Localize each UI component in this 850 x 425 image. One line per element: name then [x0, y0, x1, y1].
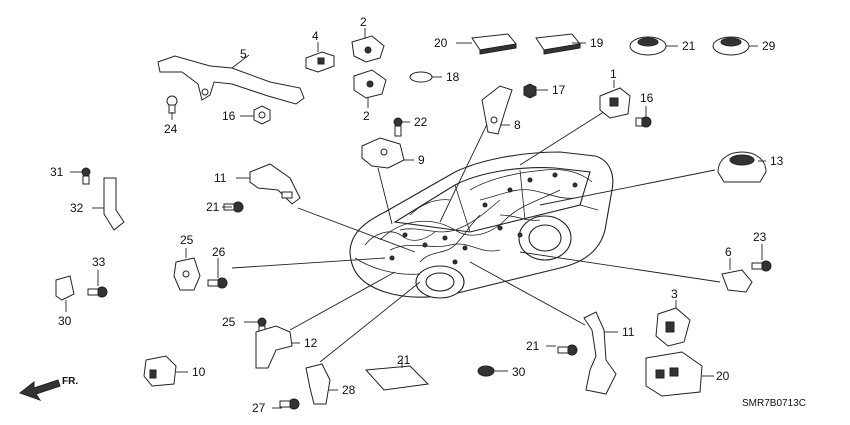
- part-19-pad: [535, 33, 581, 55]
- part-32-bracket: [103, 177, 125, 231]
- callout-11: 11: [214, 171, 227, 185]
- part-30-clip: [477, 365, 495, 377]
- front-direction-arrow: FR.: [18, 376, 78, 401]
- callout-28-upper: 26: [212, 245, 226, 259]
- part-29-grommet: [712, 36, 750, 56]
- callout-16-right: 17: [552, 83, 566, 97]
- part-9-bracket: [361, 137, 405, 169]
- callout-8: 8: [514, 118, 521, 132]
- callout-9: 9: [418, 153, 425, 167]
- part-33-bolt: [81, 167, 91, 185]
- part-16-nut-left: [253, 105, 271, 125]
- callout-30: 30: [512, 365, 526, 379]
- part-16-nut-right: [523, 83, 537, 99]
- part-10-relay: [143, 355, 177, 387]
- part-2-clip-upper: [351, 35, 385, 63]
- part-25-bolt: [166, 95, 178, 114]
- part-11-bracket: [249, 163, 301, 205]
- part-3-connector: [655, 307, 691, 347]
- diagram-code: SMR7B0713C: [742, 398, 806, 409]
- direction-label: FR.: [62, 376, 78, 387]
- part-31-clip: [55, 275, 75, 301]
- callout-14: 13: [770, 154, 784, 168]
- callout-27: 28: [342, 383, 356, 397]
- callout-24: 21: [682, 39, 696, 53]
- part-5-tube: [364, 365, 430, 391]
- callout-25-top: 24: [164, 122, 178, 136]
- part-26-bracket: [173, 257, 201, 291]
- part-13-bracket: [255, 325, 293, 369]
- part-34-bolt: [87, 286, 108, 298]
- part-28-bolt-lower: [279, 398, 300, 410]
- leader-lines: [231, 107, 721, 363]
- callout-29: 29: [762, 39, 776, 53]
- callout-16-left: 16: [222, 109, 236, 123]
- part-2-clip-lower: [353, 69, 387, 99]
- part-17-o-ring: [409, 71, 433, 83]
- part-27-bracket: [305, 363, 331, 405]
- part-20-pad: [471, 33, 517, 55]
- part-4-clip: [305, 51, 335, 73]
- callout-25-lower: 25: [222, 315, 236, 329]
- callout-18: 20: [716, 369, 730, 383]
- part-15-bolt: [635, 116, 652, 128]
- car-body-illustration: [349, 151, 614, 299]
- callout-4: 4: [312, 29, 319, 43]
- callout-34: 33: [92, 255, 106, 269]
- callout-12: 11: [622, 325, 635, 339]
- callout-33: 31: [50, 165, 64, 179]
- callout-21-upper: 21: [206, 200, 220, 214]
- part-12-bracket: [583, 311, 617, 395]
- callout-21-lower: 21: [526, 339, 540, 353]
- callout-31: 30: [58, 314, 72, 328]
- callout-10: 10: [192, 365, 206, 379]
- part-24-grommet: [629, 36, 667, 56]
- callout-3: 3: [671, 287, 678, 301]
- callout-17: 18: [446, 70, 460, 84]
- callout-26: 25: [180, 233, 194, 247]
- part-23-bolt: [393, 117, 403, 137]
- part-6-bracket: [157, 55, 305, 105]
- part-14-grommet: [717, 151, 767, 183]
- callout-2-lower: 2: [363, 109, 370, 123]
- callout-6: 5: [240, 47, 247, 61]
- callout-23: 22: [414, 115, 428, 129]
- part-21-bolt-lower: [557, 344, 578, 356]
- callout-32: 32: [70, 201, 84, 215]
- callout-7: 6: [725, 245, 732, 259]
- callout-20: 20: [434, 36, 448, 50]
- callout-13: 12: [304, 336, 318, 350]
- callout-2-upper: 2: [360, 15, 367, 29]
- callout-1: 1: [610, 67, 617, 81]
- part-28-bolt-upper: [207, 277, 228, 289]
- part-22-bolt: [751, 260, 772, 272]
- callout-15: 16: [640, 91, 654, 105]
- callout-22: 23: [753, 230, 767, 244]
- part-1-connector: [599, 87, 631, 119]
- part-18-connector-box: [645, 351, 703, 397]
- part-7-clip: [721, 269, 753, 293]
- callout-19: 19: [590, 36, 604, 50]
- callout-28-lower: 27: [252, 401, 266, 415]
- callout-5: 21: [397, 353, 411, 367]
- part-8-bracket: [481, 85, 513, 135]
